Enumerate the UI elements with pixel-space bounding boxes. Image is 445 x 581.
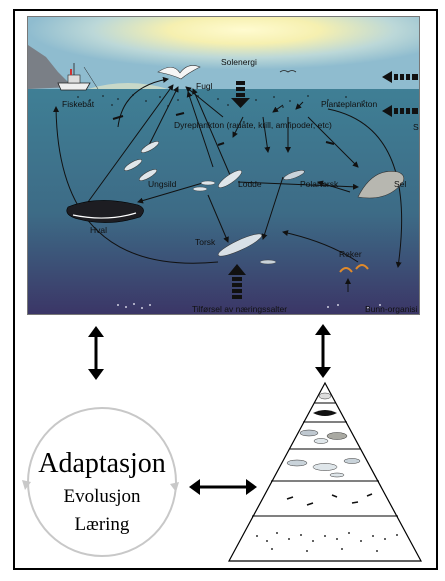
label-torsk: Torsk [195, 237, 216, 247]
food-web-arrows [53, 76, 403, 292]
predator-level-icons [299, 429, 348, 444]
nutrient-arrow-icon [228, 264, 246, 299]
ecosystem-scene: Solenergi Fugl Fiskebåt Planteplankton D… [27, 16, 420, 315]
seabed-organisms [117, 303, 381, 309]
zooplankton-level-icons [286, 493, 373, 506]
label-hval: Hval [90, 225, 108, 235]
trophic-pyramid [227, 381, 423, 562]
label-sel: Sel [394, 179, 407, 189]
cycle-subtitle-evolusjon: Evolusjon [63, 486, 141, 507]
label-dyreplankton: Dyreplankton (rauåte, krill, amfipoder, … [174, 120, 332, 130]
bird-icon [157, 65, 297, 80]
label-reker: Reker [339, 249, 362, 259]
coastline [28, 45, 73, 89]
boat-level-icon [318, 392, 332, 400]
plankton-layer [77, 94, 365, 108]
label-solenergi: Solenergi [221, 57, 257, 67]
ecosystem-illustration [28, 17, 419, 314]
label-ungsild: Ungsild [148, 179, 177, 189]
label-polartorsk: Polartorsk [300, 179, 339, 189]
label-s: S [413, 122, 419, 132]
sky [28, 17, 419, 89]
left-right-arrow-icon [189, 479, 257, 495]
wind-arrow-icon [382, 71, 418, 117]
cycle-subtitle-laering: Læring [74, 514, 130, 535]
cycle-circle-icon [22, 407, 179, 557]
label-tilforsel: Tilførsel av næringssalter [192, 304, 288, 314]
up-down-arrow-icon [315, 324, 331, 378]
whale-level-icon [313, 410, 337, 416]
cycle-title: Adaptasjon [38, 448, 166, 479]
sunlight-arrow-icon [231, 81, 250, 108]
label-planteplankton: Planteplankton [321, 99, 378, 109]
label-fiskebat: Fiskebåt [62, 99, 95, 109]
adaptation-cycle: Adaptasjon Evolusjon Læring [22, 400, 182, 560]
fishing-boat-icon [57, 63, 99, 91]
fish-level-icons [286, 458, 361, 478]
label-lodde: Lodde [238, 179, 262, 189]
phytoplankton-level-icons [256, 532, 398, 552]
up-down-arrow-icon [88, 326, 104, 380]
label-bunn: Bunn-organisi [365, 304, 418, 314]
fish-icons [66, 112, 405, 273]
label-fugl: Fugl [196, 81, 213, 91]
